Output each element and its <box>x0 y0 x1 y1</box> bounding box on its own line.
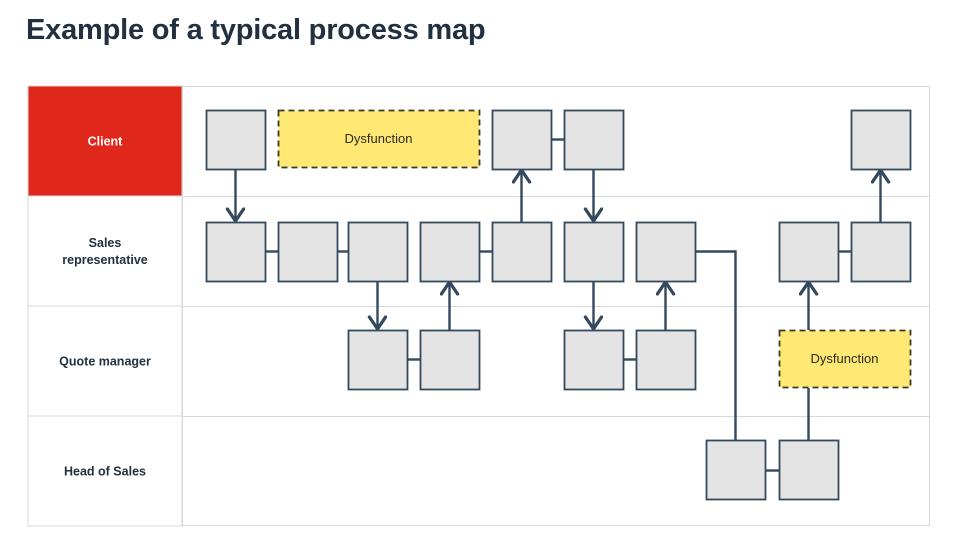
process-node-head-n1[interactable] <box>705 439 767 501</box>
dysfunction-label-dysfunction-1: Dysfunction <box>345 131 413 146</box>
lane-label-quote-manager: Quote manager <box>59 355 151 369</box>
connectors <box>236 138 881 472</box>
lane-label-sales-representative: Sales <box>89 236 122 250</box>
page-title: Example of a typical process map <box>26 14 486 46</box>
process-node-sales-n2[interactable] <box>277 221 339 283</box>
process-node-sales-n5[interactable] <box>491 221 553 283</box>
lane-header-quote-manager[interactable] <box>27 305 183 417</box>
process-nodes <box>205 109 912 501</box>
lane-label-client: Client <box>88 135 124 149</box>
process-node-quote-n1[interactable] <box>347 329 409 391</box>
process-node-sales-n9[interactable] <box>850 221 912 283</box>
process-node-quote-n2[interactable] <box>419 329 481 391</box>
process-node-sales-n6[interactable] <box>563 221 625 283</box>
process-node-sales-n7[interactable] <box>635 221 697 283</box>
process-node-sales-n4[interactable] <box>419 221 481 283</box>
process-node-sales-n1[interactable] <box>205 221 267 283</box>
dysfunction-box-dysfunction-2[interactable] <box>778 329 912 389</box>
process-node-quote-n3[interactable] <box>563 329 625 391</box>
process-node-client-n4[interactable] <box>850 109 912 171</box>
process-node-sales-n8[interactable] <box>778 221 840 283</box>
dysfunction-label-dysfunction-2: Dysfunction <box>811 351 879 366</box>
process-node-client-n1[interactable] <box>205 109 267 171</box>
process-node-client-n3[interactable] <box>563 109 625 171</box>
process-node-quote-n4[interactable] <box>635 329 697 391</box>
process-node-head-n2[interactable] <box>778 439 840 501</box>
lane-label-sales-representative: representative <box>62 253 148 267</box>
dysfunction-box-dysfunction-1[interactable] <box>277 109 481 169</box>
process-node-client-n2[interactable] <box>491 109 553 171</box>
connector-c-sales7-head1 <box>695 250 737 440</box>
lane-header-sales-representative[interactable] <box>27 195 183 307</box>
lane-header-head-of-sales[interactable] <box>27 415 183 527</box>
process-node-sales-n3[interactable] <box>347 221 409 283</box>
lane-label-head-of-sales: Head of Sales <box>64 465 146 479</box>
lane-header-client[interactable] <box>27 85 183 197</box>
